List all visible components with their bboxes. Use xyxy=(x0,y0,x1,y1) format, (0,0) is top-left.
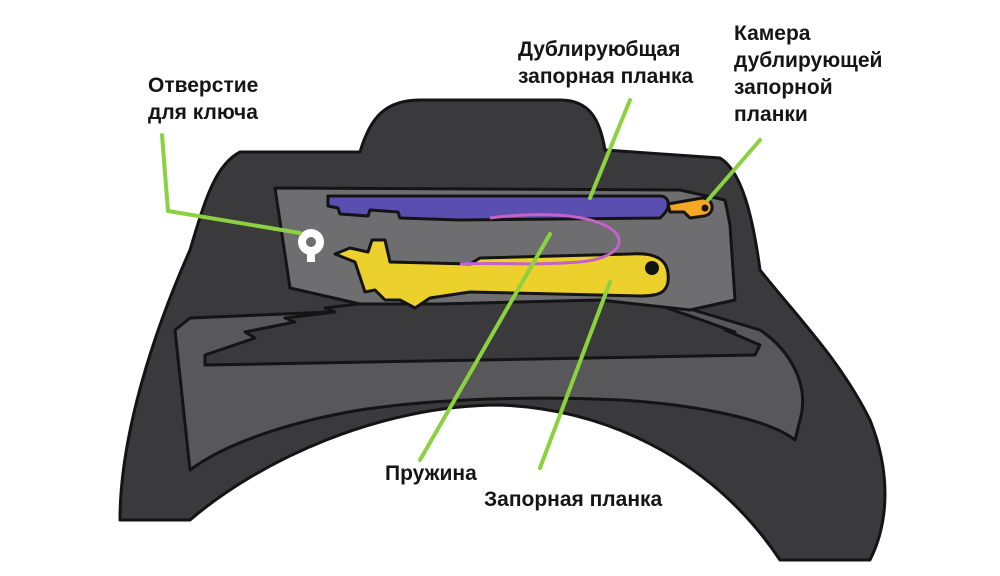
locking-bar-pivot xyxy=(645,261,659,275)
label-backup-cam: Камера дублирующей запорной планки xyxy=(734,20,882,128)
label-backup-cam-line-2: дублирующей xyxy=(734,49,883,72)
backup-cam xyxy=(666,196,714,220)
label-locking-bar: Запорная планка xyxy=(484,486,662,513)
label-backup-bar-line-2: запорная планка xyxy=(518,65,694,88)
backup-locking-bar xyxy=(326,194,670,222)
label-spring-line-1: Пружина xyxy=(385,462,477,485)
label-backup-cam-line-4: планки xyxy=(734,103,808,126)
key-hole-center xyxy=(306,237,316,247)
spring xyxy=(459,213,621,266)
locking-bar xyxy=(333,238,670,310)
label-spring: Пружина xyxy=(385,460,477,487)
callout-line-spring xyxy=(418,232,552,462)
callout-line-backup-cam xyxy=(706,138,762,202)
label-backup-cam-line-1: Камера xyxy=(734,22,811,45)
key-hole-stem xyxy=(307,250,315,262)
label-key-hole-line-1: Отверстие xyxy=(148,74,259,97)
key-hole xyxy=(298,229,324,262)
label-backup-bar: Дублируюбщая запорная планка xyxy=(518,36,693,90)
label-backup-cam-line-3: запорной xyxy=(734,76,833,99)
label-locking-bar-line-1: Запорная планка xyxy=(484,488,663,511)
label-key-hole-line-2: для ключа xyxy=(148,101,258,124)
callout-line-key-hole xyxy=(160,133,302,235)
callout-line-locking-bar xyxy=(538,280,612,470)
label-key-hole: Отверстие для ключа xyxy=(148,72,258,126)
label-backup-bar-line-1: Дублируюбщая xyxy=(518,38,681,61)
backup-cam-pin xyxy=(701,204,709,212)
callout-line-backup-bar xyxy=(588,98,632,200)
